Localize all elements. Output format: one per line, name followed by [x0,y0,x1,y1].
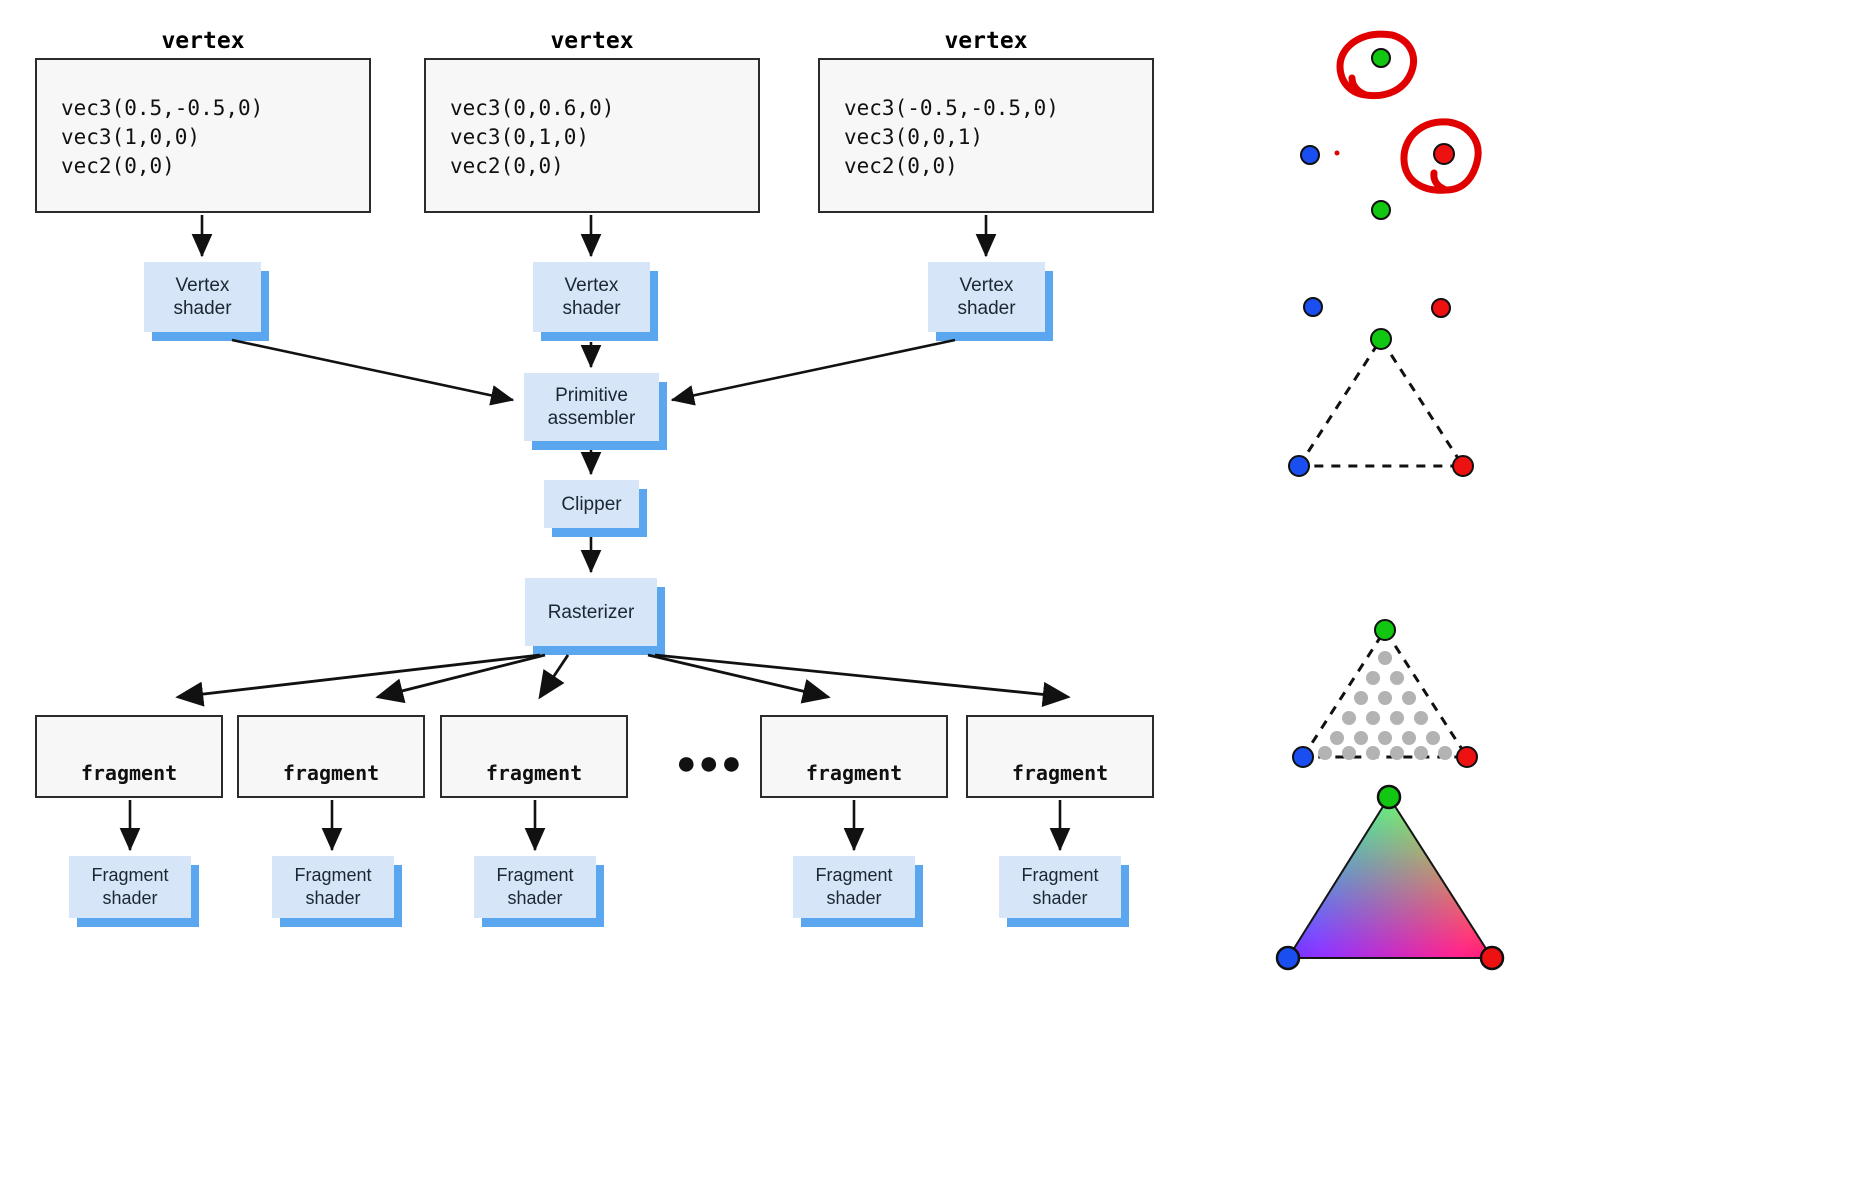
vertex-caption-1: vertex [161,28,245,54]
fragment-label-5: fragment [1011,761,1109,785]
vertex-shader-face-2: Vertex shader [533,262,650,332]
vertex-shader-face-1: Vertex shader [144,262,261,332]
vertex-code-1: vec3(0.5,-0.5,0) vec3(1,0,0) vec2(0,0) [61,96,264,178]
assembled-vertex-red [1452,455,1474,477]
vertex-caption-3: vertex [944,28,1028,54]
fragment-shader-label-3: Fragment shader [496,865,574,908]
clipper-face: Clipper [544,480,639,528]
primitive-assembler-face: Primitive assembler [524,373,659,441]
arrow-rasterizer-to-fragment2 [375,653,546,704]
fragment-ellipsis: ●●● [676,744,744,782]
fragment-shader-face-4: Fragment shader [793,856,915,918]
scatter-dot-green [1371,200,1391,220]
fragment-shader-box-5[interactable]: Fragment shader [999,856,1129,927]
rasterized-pixel-grid [1318,651,1452,760]
fragment-shader-face-2: Fragment shader [272,856,394,918]
arrow-shader1-to-assembler [231,338,515,406]
illustration-assembled-triangle [1288,297,1474,477]
fragment-shader-box-3[interactable]: Fragment shader [474,856,604,927]
illustration-rasterized-triangle [1292,619,1478,768]
arrow-shader3-to-assembler [670,338,956,406]
illustration-vertex-scatter [1300,30,1482,220]
assembled-triangle-edges [1296,336,1466,468]
vertex-shader-label-3: Vertex shader [957,275,1016,319]
vertex-shader-box-2[interactable]: Vertex shader [533,262,658,341]
vertex-data-box-1: vec3(0.5,-0.5,0) vec3(1,0,0) vec2(0,0) [35,58,371,213]
fragment-shader-face-3: Fragment shader [474,856,596,918]
shaded-triangle-fill [1288,797,1492,958]
fragment-shader-label-2: Fragment shader [294,865,372,908]
rasterizer-box[interactable]: Rasterizer [525,578,665,655]
clipper-label: Clipper [561,493,622,515]
vertex-data-box-2: vec3(0,0.6,0) vec3(0,1,0) vec2(0,0) [424,58,760,213]
fragment-shader-box-1[interactable]: Fragment shader [69,856,199,927]
illustration-shaded-triangle [1275,784,1505,971]
fragment-label-4: fragment [805,761,903,785]
rasterized-vertex-green [1374,619,1396,641]
vertex-shader-label-2: Vertex shader [562,275,621,319]
shaded-vertex-blue [1275,945,1301,971]
assembled-vertex-blue [1288,455,1310,477]
rasterized-vertex-blue [1292,746,1314,768]
fragment-shader-box-4[interactable]: Fragment shader [793,856,923,927]
fragment-shader-label-4: Fragment shader [815,865,893,908]
rasterized-vertex-red [1456,746,1478,768]
fragment-box-5: fragment [966,715,1154,798]
arrow-rasterizer-to-fragment3 [538,654,570,700]
vertex-code-2: vec3(0,0.6,0) vec3(0,1,0) vec2(0,0) [450,96,615,178]
scatter-dot-green-circled [1371,48,1391,68]
fragment-label-3: fragment [485,761,583,785]
rasterizer-face: Rasterizer [525,578,657,646]
fragment-label-2: fragment [282,761,380,785]
fragment-shader-box-2[interactable]: Fragment shader [272,856,402,927]
shaded-vertex-red [1479,945,1505,971]
fragment-shader-face-1: Fragment shader [69,856,191,918]
vertex-caption-2: vertex [550,28,634,54]
loose-dot-blue [1303,297,1323,317]
fragment-box-2: fragment [237,715,425,798]
vertex-shader-face-3: Vertex shader [928,262,1045,332]
arrow-rasterizer-to-fragment5 [654,653,1071,707]
scatter-speck-red [1334,150,1340,156]
fragment-box-4: fragment [760,715,948,798]
rasterizer-label: Rasterizer [547,601,635,623]
rasterized-triangle-edges [1300,627,1470,759]
fragment-label-1: fragment [80,761,178,785]
loose-dot-red [1431,298,1451,318]
shaded-triangle-outline [1286,795,1494,959]
annotation-circle-green-icon [1336,30,1417,100]
fragment-shader-label-1: Fragment shader [91,865,169,908]
assembled-vertex-green [1370,328,1392,350]
scatter-dot-red-circled [1433,143,1455,165]
fragment-box-1: fragment [35,715,223,798]
arrow-rasterizer-to-fragment4 [647,653,831,704]
primitive-assembler-box[interactable]: Primitive assembler [524,373,667,450]
vertex-code-3: vec3(-0.5,-0.5,0) vec3(0,0,1) vec2(0,0) [844,96,1059,178]
shaded-vertex-green [1376,784,1402,810]
annotation-circle-red-icon [1400,118,1482,194]
fragment-shader-label-5: Fragment shader [1021,865,1099,908]
vertex-shader-box-3[interactable]: Vertex shader [928,262,1053,341]
fragment-shader-face-5: Fragment shader [999,856,1121,918]
vertex-shader-box-1[interactable]: Vertex shader [144,262,269,341]
scatter-dot-blue [1300,145,1320,165]
vertex-data-box-3: vec3(-0.5,-0.5,0) vec3(0,0,1) vec2(0,0) [818,58,1154,213]
arrow-rasterizer-to-fragment1 [175,653,541,707]
primitive-assembler-label: Primitive assembler [547,385,636,429]
vertex-shader-label-1: Vertex shader [173,275,232,319]
fragment-box-3: fragment [440,715,628,798]
clipper-box[interactable]: Clipper [544,480,647,537]
